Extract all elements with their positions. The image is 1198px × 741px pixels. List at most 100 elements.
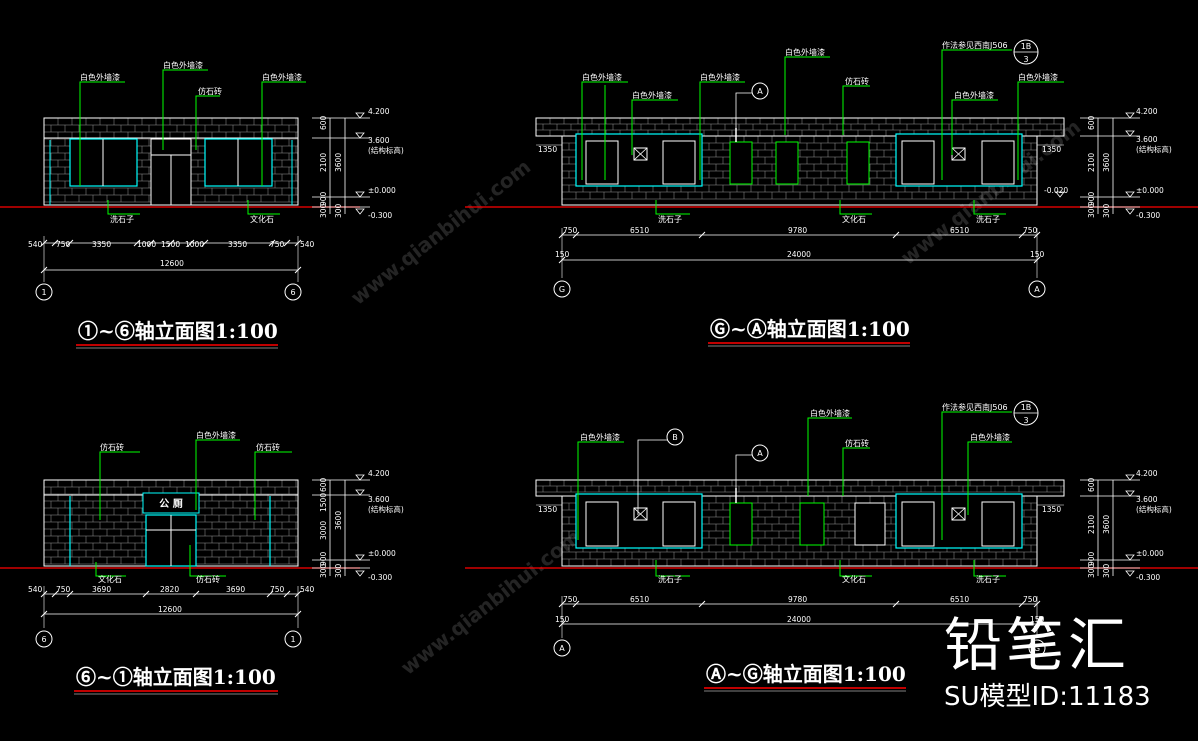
vent-cross: [951, 147, 966, 161]
vertical-dim: 3600: [1102, 515, 1111, 534]
material-label: 仿石砖: [845, 76, 869, 86]
leader-line: [842, 85, 870, 135]
level-text: 4.200: [1136, 107, 1158, 116]
leader-line: [735, 92, 752, 128]
level-markers: [1055, 112, 1140, 215]
drawing-title: ⑥~①轴立面图1:100: [76, 665, 276, 689]
vertical-dim: 300: [1087, 203, 1096, 218]
material-label: 白色外墙漆: [1018, 72, 1058, 82]
vertical-dim: 900: [319, 551, 328, 566]
level-note: (结构标高): [1136, 144, 1172, 154]
leader-line: [254, 451, 292, 520]
material-label: 洗石子: [976, 214, 1000, 224]
dimension-ticks: [40, 239, 302, 274]
leader-line: [839, 200, 872, 215]
vertical-dim: 3600: [1102, 153, 1111, 172]
small-window: [775, 141, 799, 185]
section-label: A: [757, 449, 763, 458]
leader-line: [735, 454, 752, 488]
level-text: 3.600: [1136, 135, 1158, 144]
leader-line: [247, 200, 280, 215]
window: [662, 501, 696, 547]
leader-line: [631, 99, 678, 155]
dimension-text: 750: [563, 595, 578, 604]
dimension-text: 750: [56, 240, 71, 249]
vertical-dim: 2100: [319, 153, 328, 172]
vertical-dim: 3600: [334, 511, 343, 530]
vent-icon: [633, 147, 648, 161]
vertical-dim: 600: [319, 115, 328, 130]
leader-line: [195, 439, 240, 510]
roof-parapet: [535, 117, 1065, 137]
material-label: 作法参见西南J506: [942, 40, 1008, 50]
material-label: 仿石砖: [256, 442, 280, 452]
leader-line: [261, 81, 306, 186]
leader-line: [699, 81, 745, 180]
level-text: 3.600: [368, 136, 390, 145]
material-label: 白色外墙漆: [954, 90, 994, 100]
leader-line: [79, 81, 125, 186]
leader-line: [655, 560, 690, 577]
level-markers: [1080, 474, 1140, 577]
level-text: 3.600: [1136, 495, 1158, 504]
sign-board: [142, 492, 200, 514]
dimension-text: 6510: [630, 595, 649, 604]
axis-circle-icon: [35, 283, 53, 301]
material-label: 文化石: [842, 574, 866, 584]
leader-line: [195, 95, 220, 150]
window-group-left: [575, 493, 703, 549]
vertical-dim: 2100: [1087, 515, 1096, 534]
leader-line: [107, 200, 140, 215]
leader-line: [973, 560, 1006, 577]
section-label: B: [672, 433, 678, 442]
elevation-panel-3: 公 厕 仿石砖 白色外墙漆 仿石砖 文化石 仿石砖: [0, 430, 404, 695]
vertical-dim: 1350: [1042, 145, 1061, 154]
axis-label: 1: [290, 635, 295, 644]
level-markers: [312, 474, 370, 577]
material-label: 仿石砖: [100, 442, 124, 452]
dimension-text: 750: [1023, 595, 1038, 604]
level-text: 4.200: [1136, 469, 1158, 478]
detail-ref: 1B: [1021, 42, 1032, 51]
detail-ref: 3: [1023, 416, 1028, 425]
dimension-text: 540: [28, 240, 43, 249]
axis-label: G: [559, 285, 565, 294]
axis-circle-icon: [35, 630, 53, 648]
dimension-text: 9780: [788, 226, 807, 235]
material-label: 洗石子: [658, 574, 682, 584]
dimension-text: 1000: [137, 240, 156, 249]
elevation-panel-4: 白色外墙漆 B A 白色外墙漆 仿石砖 作法参见西南J506 白色外墙漆 洗石子…: [465, 400, 1198, 692]
material-label: 白色外墙漆: [80, 72, 120, 82]
leader-line: [967, 441, 1012, 515]
level-text: ±0.000: [1136, 549, 1164, 558]
dimension-text: 3350: [228, 240, 247, 249]
leader-line: [99, 451, 140, 520]
window: [981, 140, 1015, 185]
roof-parapet: [43, 117, 299, 139]
level-text: ±0.000: [368, 186, 396, 195]
small-window: [846, 141, 870, 185]
axis-circle-icon: [284, 283, 302, 301]
window: [901, 140, 935, 185]
leader-line: [842, 447, 870, 496]
vertical-dim: 300: [319, 563, 328, 578]
level-text: ±0.000: [1136, 186, 1164, 195]
axis-label: G: [1034, 644, 1040, 653]
vertical-dim: 600: [1087, 115, 1096, 130]
leader-line: [637, 439, 668, 515]
brand-logo: 铅笔汇: [944, 611, 1131, 679]
material-label: 白色外墙漆: [582, 72, 622, 82]
drawing-title: Ⓖ~Ⓐ轴立面图1:100: [710, 317, 910, 341]
material-label: 白色外墙漆: [163, 60, 203, 70]
dimension-total: 24000: [787, 250, 811, 259]
leader-line: [973, 200, 1006, 215]
leader-line: [1017, 81, 1064, 180]
dimension-text: 750: [563, 226, 578, 235]
window: [585, 140, 619, 185]
vent-cross: [633, 507, 648, 521]
vent-cross: [951, 507, 966, 521]
dimension-text: 9780: [788, 595, 807, 604]
level-text: 4.200: [368, 469, 390, 478]
leader-line: [655, 200, 690, 215]
material-label: 仿石砖: [845, 438, 869, 448]
